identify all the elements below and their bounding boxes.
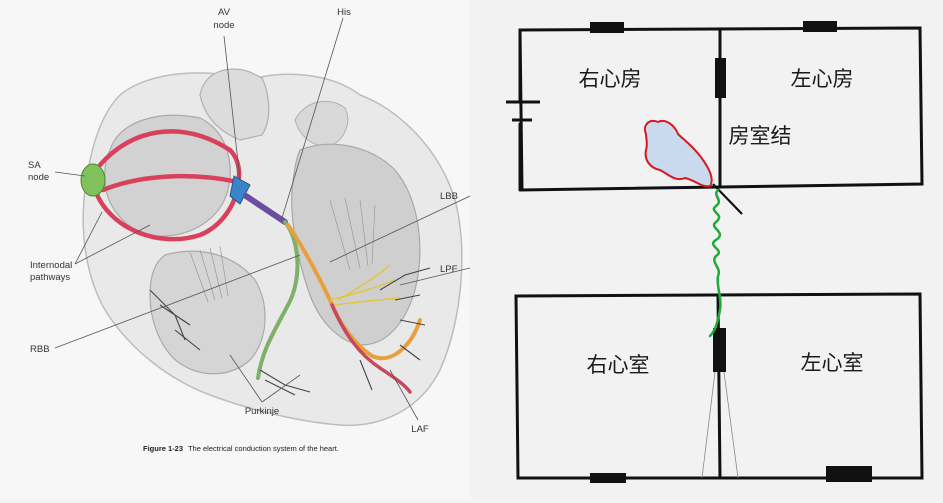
label-lpf: LPF [440,264,458,275]
label-his: His [337,7,351,18]
label-rbb: RBB [30,344,50,355]
label-av-node-line1: AV [218,7,231,18]
chordae-tendineae [189,197,376,303]
label-laf: LAF [411,424,429,435]
ventricles-box [514,292,924,480]
label-right-atrium: 右心房 [579,67,642,91]
figure-caption: Figure 1-23 The electrical conduction sy… [143,444,339,453]
resistor-bottom-right [826,466,872,482]
av-node-shape [229,175,251,205]
label-sa-node-line2: node [28,172,49,183]
purkinje-fibres [149,267,431,396]
label-sa-node-line1: SA [28,160,41,171]
resistor-top-right [803,21,837,32]
left-posterior-fascicle [329,264,401,306]
av-node-blob [644,119,713,188]
right-ventricle-cavity [149,250,266,375]
left-chamber-cavity [291,143,421,346]
resistor-bottom-left [590,473,626,483]
label-internodal-line1: Internodal [30,260,72,271]
label-av-node-line2: node [213,20,234,31]
right-bundle-branch [256,220,300,380]
label-av-node: 房室结 [729,124,792,148]
heart-illustration: AV node His SA node Internodal pathways … [28,7,471,453]
resistor-atrial-septum [715,58,726,98]
label-purkinje: Purkinje [245,406,279,417]
label-right-ventricle: 右心室 [587,353,650,377]
schematic-svg: 右心房 左心房 房室结 右心室 左心室 [506,21,924,483]
faint-line-left [701,371,716,479]
figure-caption-text: The electrical conduction system of the … [188,444,339,453]
resistor-ventricular-septum [713,328,726,372]
label-lbb: LBB [440,191,458,202]
his-bundle-squiggle [708,188,722,338]
label-left-atrium: 左心房 [791,67,854,91]
leader-lines [54,17,471,421]
label-left-ventricle: 左心室 [801,351,864,375]
pulmonary-vessel [294,100,349,147]
resistor-top-left [590,22,624,33]
heart-conduction-figure: AV node His SA node Internodal pathways … [0,0,471,498]
label-internodal-line2: pathways [30,272,70,283]
faint-line-right [723,371,739,479]
figure-caption-number: Figure 1-23 [143,444,183,453]
left-anterior-fascicle [330,303,412,394]
ventricular-septum [716,294,722,480]
aorta-shape [199,68,270,141]
sa-node-shape [80,163,106,197]
his-bundle-shape [243,193,288,225]
schematic-diagram: 右心房 左心房 房室结 右心室 左心室 [470,0,943,498]
